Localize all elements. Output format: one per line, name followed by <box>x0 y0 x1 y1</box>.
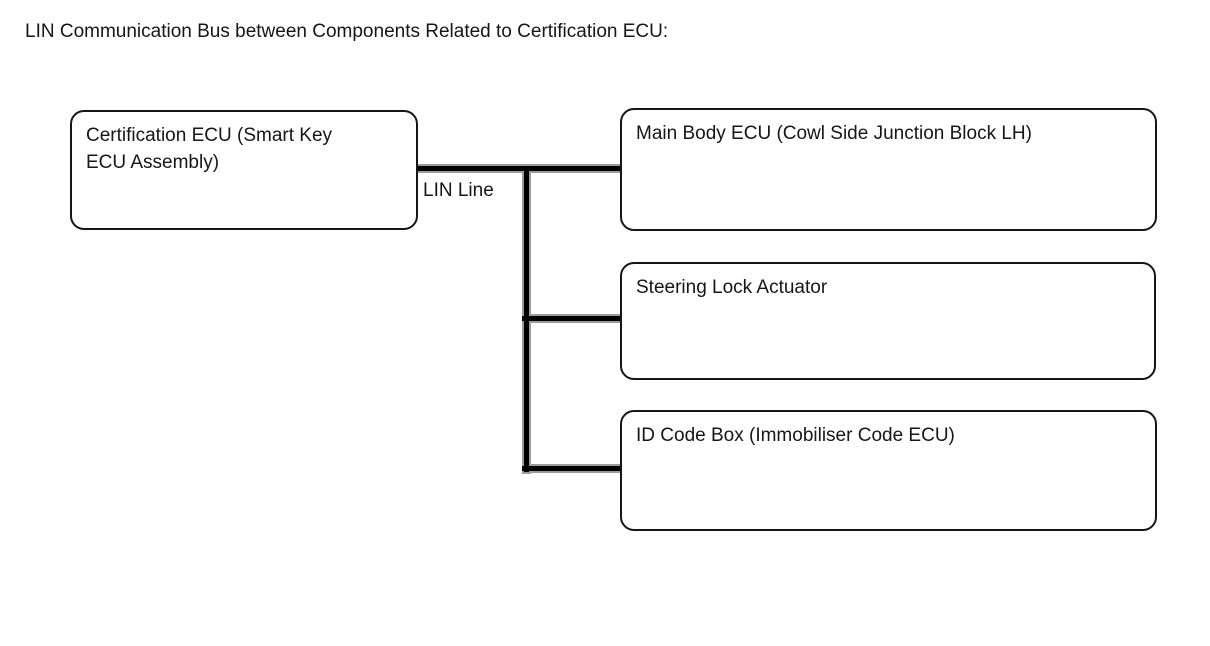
lin-bus-horizontal-line <box>416 166 622 171</box>
lin-line-label: LIN Line <box>423 180 494 201</box>
node-certification-ecu: Certification ECU (Smart Key ECU Assembl… <box>70 110 418 230</box>
node-id-code-box-label: ID Code Box (Immobiliser Code ECU) <box>636 425 955 446</box>
node-steering-lock-actuator: Steering Lock Actuator <box>620 262 1156 380</box>
node-id-code-box: ID Code Box (Immobiliser Code ECU) <box>620 410 1157 531</box>
lin-branch-idcode-line <box>522 466 624 471</box>
node-certification-ecu-label: Certification ECU (Smart Key ECU Assembl… <box>86 125 333 173</box>
node-steering-lock-actuator-label: Steering Lock Actuator <box>636 277 828 298</box>
lin-branch-steering-line <box>522 316 622 321</box>
diagram-title: LIN Communication Bus between Components… <box>25 21 669 42</box>
node-main-body-ecu: Main Body ECU (Cowl Side Junction Block … <box>620 108 1157 231</box>
node-main-body-ecu-label: Main Body ECU (Cowl Side Junction Block … <box>636 123 1032 144</box>
